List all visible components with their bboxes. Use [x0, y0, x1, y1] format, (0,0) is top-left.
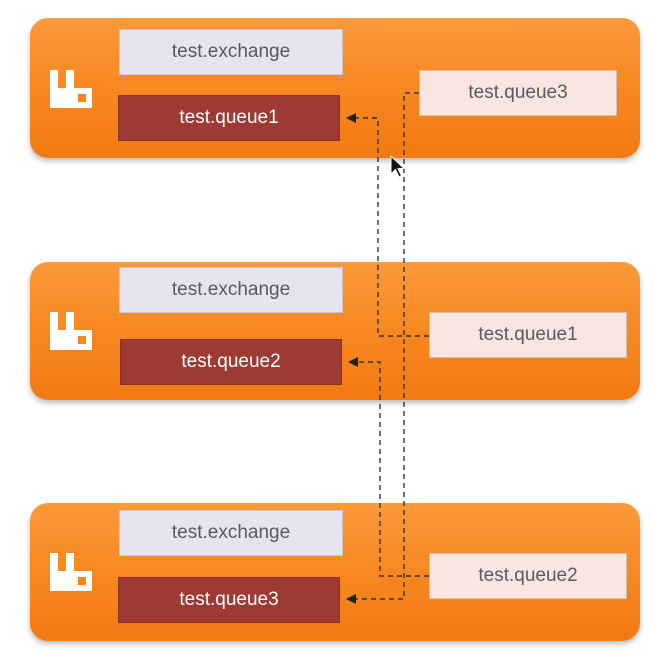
exchange-box: test.exchange — [119, 29, 343, 75]
queue-box: test.queue1 — [118, 95, 340, 141]
rabbitmq-logo-icon — [50, 70, 92, 108]
rabbitmq-logo-icon — [50, 553, 92, 591]
queue-box: test.queue2 — [120, 339, 342, 385]
broker-node-1: test.exchange test.queue1 test.queue3 — [30, 18, 640, 158]
mouse-cursor-icon — [390, 154, 406, 178]
mirror-queue-box: test.queue3 — [419, 70, 617, 116]
exchange-box: test.exchange — [119, 510, 343, 556]
mirror-queue-box: test.queue2 — [429, 553, 627, 599]
mirror-queue-box: test.queue1 — [429, 312, 627, 358]
queue-box: test.queue3 — [118, 577, 340, 623]
exchange-box: test.exchange — [119, 267, 343, 313]
rabbitmq-logo-icon — [50, 312, 92, 350]
broker-node-3: test.exchange test.queue3 test.queue2 — [30, 503, 640, 641]
broker-node-2: test.exchange test.queue2 test.queue1 — [30, 262, 640, 400]
